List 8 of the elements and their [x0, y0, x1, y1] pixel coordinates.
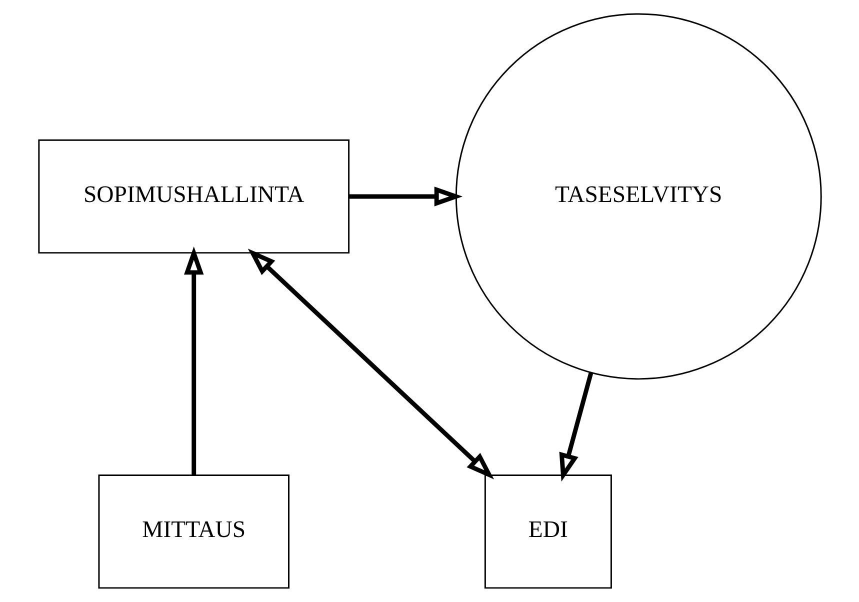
arrow	[183, 246, 204, 475]
node-box: SOPIMUSHALLINTA	[38, 139, 350, 254]
node-box: EDI	[484, 474, 612, 589]
node-box: MITTAUS	[98, 474, 289, 589]
arrow	[348, 186, 462, 206]
arrow	[558, 372, 593, 482]
arrow	[247, 248, 494, 480]
node-circle: TASESELVITYS	[454, 13, 822, 380]
